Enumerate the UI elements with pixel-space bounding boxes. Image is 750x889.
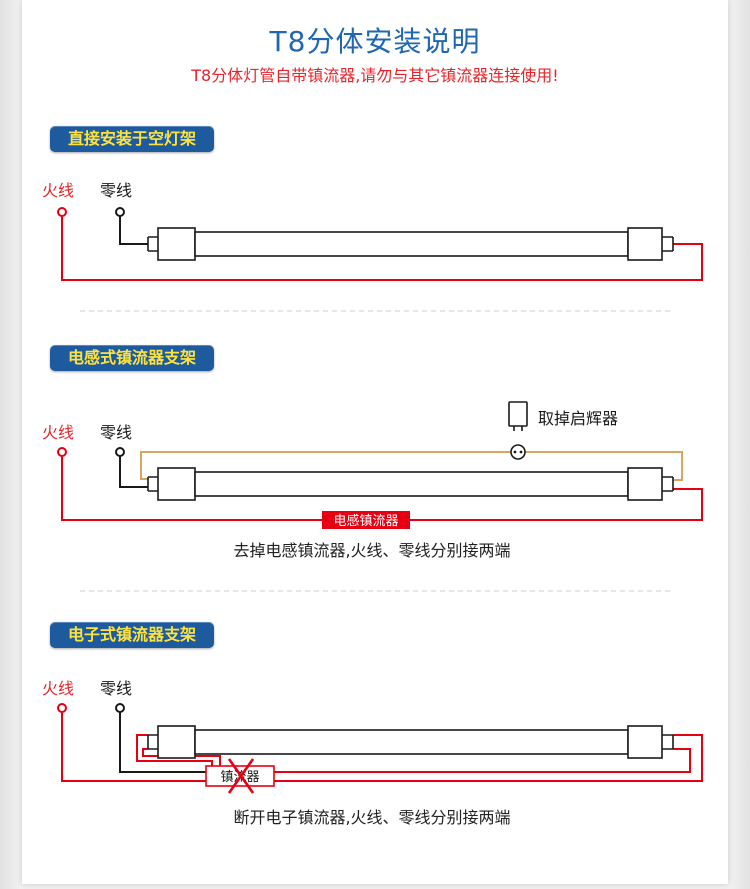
left-pins — [147, 734, 158, 750]
right-ballast-wire-inner — [274, 748, 691, 773]
neutral-wire-label: 零线 — [100, 423, 132, 442]
led-tube — [147, 725, 674, 759]
starter-socket-icon — [510, 444, 526, 460]
cross-mark-icon — [227, 758, 255, 794]
neutral-wire — [119, 712, 206, 773]
tube-left-cap — [157, 467, 196, 501]
left-pins — [147, 476, 158, 492]
live-terminal — [57, 703, 67, 713]
page-title: T8分体安装说明 — [269, 25, 481, 58]
warning-text: T8分体灯管自带镇流器,请勿与其它镇流器连接使用! — [191, 66, 559, 85]
neutral-terminal — [115, 207, 125, 217]
inductive-ballast-tag: 电感镇流器 — [322, 511, 410, 529]
led-tube — [147, 227, 674, 261]
live-wire-label: 火线 — [42, 181, 74, 200]
tube-right-cap — [627, 467, 663, 501]
right-ballast-wire-outer — [274, 734, 703, 782]
section-badge-electronic-fixture: 电子式镇流器支架 — [50, 622, 214, 648]
diagram-empty-fixture: 火线 零线 — [42, 181, 703, 281]
live-wire — [61, 712, 206, 782]
live-terminal — [57, 447, 67, 457]
left-ballast-wire-outer — [136, 734, 213, 766]
starter-wire — [140, 451, 683, 481]
neutral-wire — [119, 456, 148, 488]
tube-body — [194, 471, 629, 497]
right-pins — [662, 734, 674, 750]
electronic-caption: 断开电子镇流器,火线、零线分别接两端 — [233, 808, 511, 827]
left-ballast-wire-inner — [142, 748, 221, 766]
tube-left-cap — [157, 725, 196, 759]
inductive-caption: 去掉电感镇流器,火线、零线分别接两端 — [233, 541, 511, 560]
tube-right-cap — [627, 227, 663, 261]
right-pins — [662, 476, 674, 492]
live-wire-label: 火线 — [42, 679, 74, 698]
tube-body — [194, 729, 629, 755]
right-pins — [662, 236, 674, 252]
left-pins — [147, 236, 158, 252]
led-tube — [147, 467, 674, 501]
tube-left-cap — [157, 227, 196, 261]
starter-icon — [508, 401, 528, 431]
live-wire — [61, 456, 703, 521]
live-terminal — [57, 207, 67, 217]
live-wire-label: 火线 — [42, 423, 74, 442]
live-wire — [61, 216, 703, 281]
neutral-terminal — [115, 447, 125, 457]
ballast-label: 电感镇流器 — [333, 513, 398, 529]
tube-right-cap — [627, 725, 663, 759]
section-badge-empty-fixture: 直接安装于空灯架 — [50, 126, 214, 152]
section-badge-inductive-fixture: 电感式镇流器支架 — [50, 345, 214, 371]
neutral-terminal — [115, 703, 125, 713]
starter-label: 取掉启辉器 — [538, 409, 618, 428]
neutral-wire-label: 零线 — [100, 679, 132, 698]
tube-body — [194, 231, 629, 257]
neutral-wire-label: 零线 — [100, 181, 132, 200]
neutral-wire — [119, 216, 148, 245]
diagram-inductive-fixture: 火线 零线 取掉启辉器 — [42, 401, 703, 529]
diagram-electronic-fixture: 火线 零线 镇流器 — [42, 679, 703, 794]
